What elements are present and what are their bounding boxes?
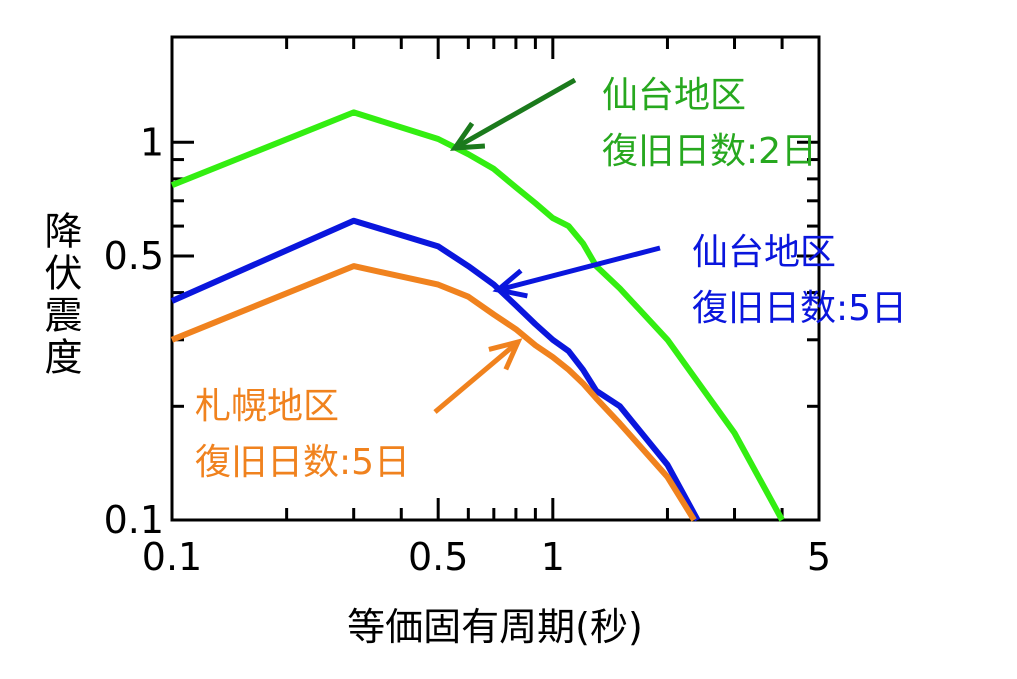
annotation-line1: 仙台地区 [692, 232, 836, 273]
annotation-arrowhead [488, 338, 523, 371]
annotation-sendai-5day: 仙台地区 復旧日数:5日 [492, 232, 907, 329]
annotation-line2: 復旧日数:5日 [692, 288, 907, 329]
y-tick-label: 0.5 [104, 234, 164, 278]
x-tick-label: 1 [541, 535, 565, 579]
x-axis-label: 等価固有周期(秒) [347, 605, 643, 649]
annotation-arrow [497, 245, 661, 293]
x-tick-label: 5 [807, 535, 831, 579]
plot-area [170, 35, 821, 522]
annotation-arrowhead [492, 268, 528, 299]
annotation-sendai-2day: 仙台地区 復旧日数:2日 [449, 75, 817, 172]
annotations: 仙台地区 復旧日数:2日 仙台地区 復旧日数:5日 札幌地区 復旧日数:5日 [195, 75, 907, 483]
annotation-line2: 復旧日数:5日 [195, 442, 410, 483]
y-axis-label: 降伏震度 [38, 211, 82, 379]
series-line-1 [170, 217, 701, 522]
series-line-2 [170, 263, 697, 522]
tick-labels: 0.1 0.5 1 5 0.1 0.5 1 [104, 120, 832, 579]
x-tick-label: 0.1 [142, 535, 202, 579]
annotation-arrow [433, 340, 520, 414]
annotation-sapporo-5day: 札幌地区 復旧日数:5日 [195, 338, 523, 483]
annotation-arrowhead [449, 121, 486, 151]
annotation-line2: 復旧日数:2日 [602, 131, 817, 172]
y-tick-label: 1 [140, 120, 164, 164]
series-line-0 [170, 109, 785, 522]
annotation-arrow [453, 77, 577, 151]
annotation-line1: 札幌地区 [195, 386, 339, 427]
plot-frame [170, 35, 821, 522]
annotation-line1: 仙台地区 [602, 75, 746, 116]
x-tick-label: 0.5 [408, 535, 468, 579]
series-layer [170, 109, 785, 522]
y-tick-label: 0.1 [104, 498, 164, 542]
